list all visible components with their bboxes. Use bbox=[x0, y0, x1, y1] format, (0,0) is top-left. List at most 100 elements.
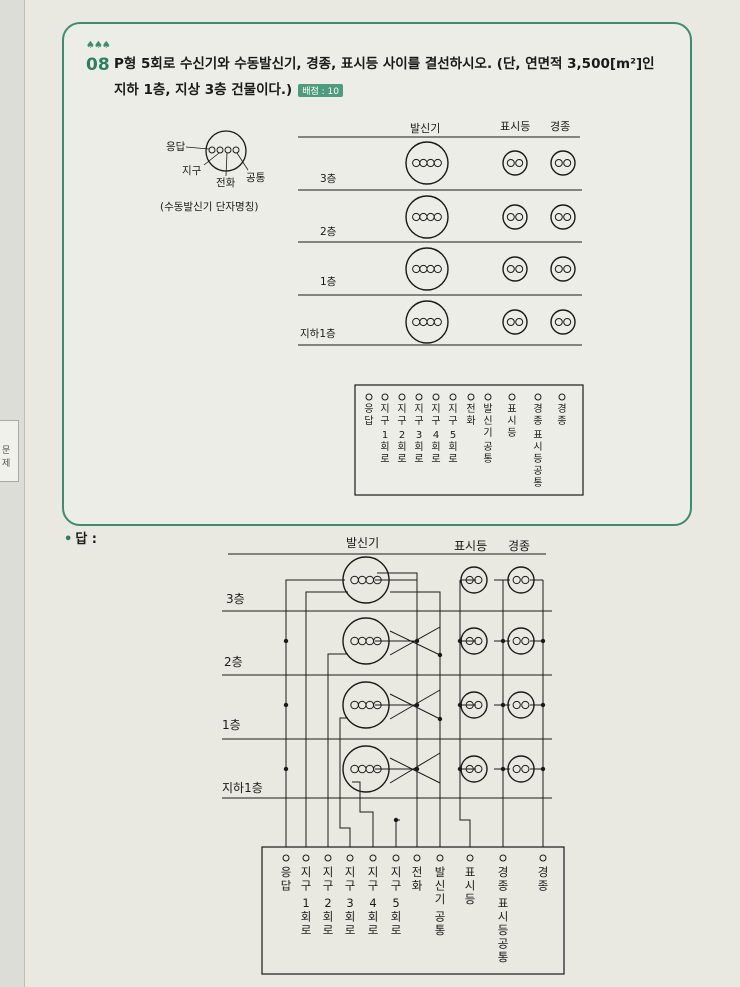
junction-dot bbox=[414, 766, 420, 772]
problem-transmitter bbox=[405, 195, 449, 239]
svg-text:경: 경 bbox=[533, 402, 542, 415]
answer-terminal-label: 전화 bbox=[412, 865, 423, 893]
svg-text:1: 1 bbox=[302, 896, 309, 910]
answer-indicator-lamp bbox=[460, 755, 488, 783]
svg-text:구: 구 bbox=[414, 416, 423, 427]
answer-bell bbox=[507, 755, 535, 783]
svg-text:등: 등 bbox=[465, 892, 476, 906]
problem-terminal-dot bbox=[449, 393, 457, 401]
problem-floor-label: 3층 bbox=[320, 173, 337, 185]
problem-terminal-label: 지구 bbox=[414, 403, 423, 427]
problem-terminal-dot bbox=[484, 393, 492, 401]
problem-floor-label: 지하1층 bbox=[300, 327, 336, 340]
answer-terminal-label: 지구 bbox=[345, 865, 356, 893]
svg-text:로: 로 bbox=[380, 454, 389, 465]
svg-text:종: 종 bbox=[533, 415, 542, 427]
svg-text:경: 경 bbox=[538, 865, 549, 879]
answer-floor-label: 2층 bbox=[224, 655, 243, 669]
svg-text:구: 구 bbox=[380, 416, 389, 427]
svg-text:회: 회 bbox=[448, 441, 457, 453]
svg-text:로: 로 bbox=[345, 923, 356, 937]
answer-terminal-sublabel: 2회로 bbox=[323, 896, 334, 937]
junction-dot bbox=[393, 817, 399, 823]
legend-common: 공통 bbox=[246, 172, 266, 184]
svg-text:회: 회 bbox=[301, 910, 312, 924]
answer-terminal-sublabel: 5회로 bbox=[391, 896, 402, 937]
answer-indicator-lamp bbox=[460, 627, 488, 655]
svg-text:4: 4 bbox=[369, 896, 376, 910]
svg-text:경: 경 bbox=[498, 865, 509, 879]
problem-terminal-label: 표시등 bbox=[507, 404, 516, 439]
answer-terminal-sublabel: 1회로 bbox=[301, 896, 312, 937]
sidebar-tab[interactable]: 문제 bbox=[0, 420, 19, 482]
problem-terminal-dot bbox=[558, 393, 566, 401]
svg-text:2: 2 bbox=[324, 896, 331, 910]
svg-text:로: 로 bbox=[391, 923, 402, 937]
answer-terminal-dot bbox=[369, 854, 377, 862]
svg-text:회: 회 bbox=[345, 910, 356, 924]
svg-text:5: 5 bbox=[392, 896, 399, 910]
svg-text:종: 종 bbox=[538, 879, 549, 893]
answer-terminal-label: 표시등 bbox=[465, 865, 476, 906]
problem-terminal-label: 발신기 bbox=[483, 403, 492, 439]
problem-bell bbox=[550, 204, 576, 230]
svg-text:구: 구 bbox=[323, 879, 334, 893]
junction-dot bbox=[500, 702, 506, 708]
answer-wire bbox=[285, 579, 345, 847]
svg-text:등: 등 bbox=[533, 453, 542, 465]
svg-text:전: 전 bbox=[412, 865, 423, 879]
svg-text:신: 신 bbox=[483, 415, 492, 427]
svg-text:발: 발 bbox=[483, 403, 492, 415]
svg-text:구: 구 bbox=[301, 879, 312, 893]
svg-text:회: 회 bbox=[368, 910, 379, 924]
svg-text:지: 지 bbox=[323, 865, 334, 879]
svg-text:응: 응 bbox=[364, 403, 373, 415]
answer-header-transmitter: 발신기 bbox=[346, 536, 379, 550]
svg-text:전: 전 bbox=[466, 403, 475, 415]
problem-terminal-sublabel: 3회로 bbox=[414, 430, 423, 465]
junction-dot bbox=[540, 638, 546, 644]
problem-terminal-dot bbox=[398, 393, 406, 401]
problem-terminal-label: 지구 bbox=[397, 403, 406, 427]
score-badge: 배점 : 10 bbox=[298, 83, 343, 97]
answer-bell bbox=[507, 566, 535, 594]
problem-terminal-sublabel: 1회로 bbox=[380, 430, 389, 465]
svg-text:5: 5 bbox=[450, 430, 456, 441]
problem-terminal-dot bbox=[534, 393, 542, 401]
svg-text:회: 회 bbox=[431, 441, 440, 453]
sidebar-tab-label: 문제 bbox=[2, 446, 11, 469]
svg-text:응: 응 bbox=[281, 865, 292, 879]
svg-text:회: 회 bbox=[380, 441, 389, 453]
svg-text:4: 4 bbox=[433, 430, 439, 441]
bullet-icon: • bbox=[64, 532, 73, 547]
answer-terminal-label: 응답 bbox=[281, 865, 292, 893]
svg-text:3: 3 bbox=[346, 896, 353, 910]
legend-zone: 지구 bbox=[182, 165, 202, 177]
svg-text:발: 발 bbox=[435, 865, 446, 879]
problem-header-bell: 경종 bbox=[550, 120, 570, 133]
problem-transmitter bbox=[405, 141, 449, 185]
question-text-line2-body: 지하 1층, 지상 3층 건물이다.) bbox=[114, 82, 293, 98]
problem-bell bbox=[550, 150, 576, 176]
svg-text:로: 로 bbox=[368, 923, 379, 937]
svg-text:회: 회 bbox=[397, 441, 406, 453]
svg-text:공: 공 bbox=[483, 441, 492, 453]
difficulty-icon: ♠♠♠ bbox=[86, 40, 111, 51]
problem-terminal-label: 지구 bbox=[380, 403, 389, 427]
svg-text:지: 지 bbox=[414, 403, 423, 415]
svg-text:로: 로 bbox=[448, 454, 457, 465]
junction-dot bbox=[414, 638, 420, 644]
question-number: 08 bbox=[86, 55, 110, 75]
answer-terminal-label: 지구 bbox=[323, 865, 334, 893]
svg-text:표: 표 bbox=[498, 896, 509, 910]
svg-text:통: 통 bbox=[533, 477, 542, 489]
svg-text:공: 공 bbox=[533, 465, 542, 477]
problem-terminal-dot bbox=[508, 393, 516, 401]
answer-floor-label: 지하1층 bbox=[222, 781, 263, 795]
svg-text:경: 경 bbox=[557, 402, 566, 415]
junction-dot bbox=[283, 702, 289, 708]
answer-terminal-sublabel: 3회로 bbox=[345, 896, 356, 937]
